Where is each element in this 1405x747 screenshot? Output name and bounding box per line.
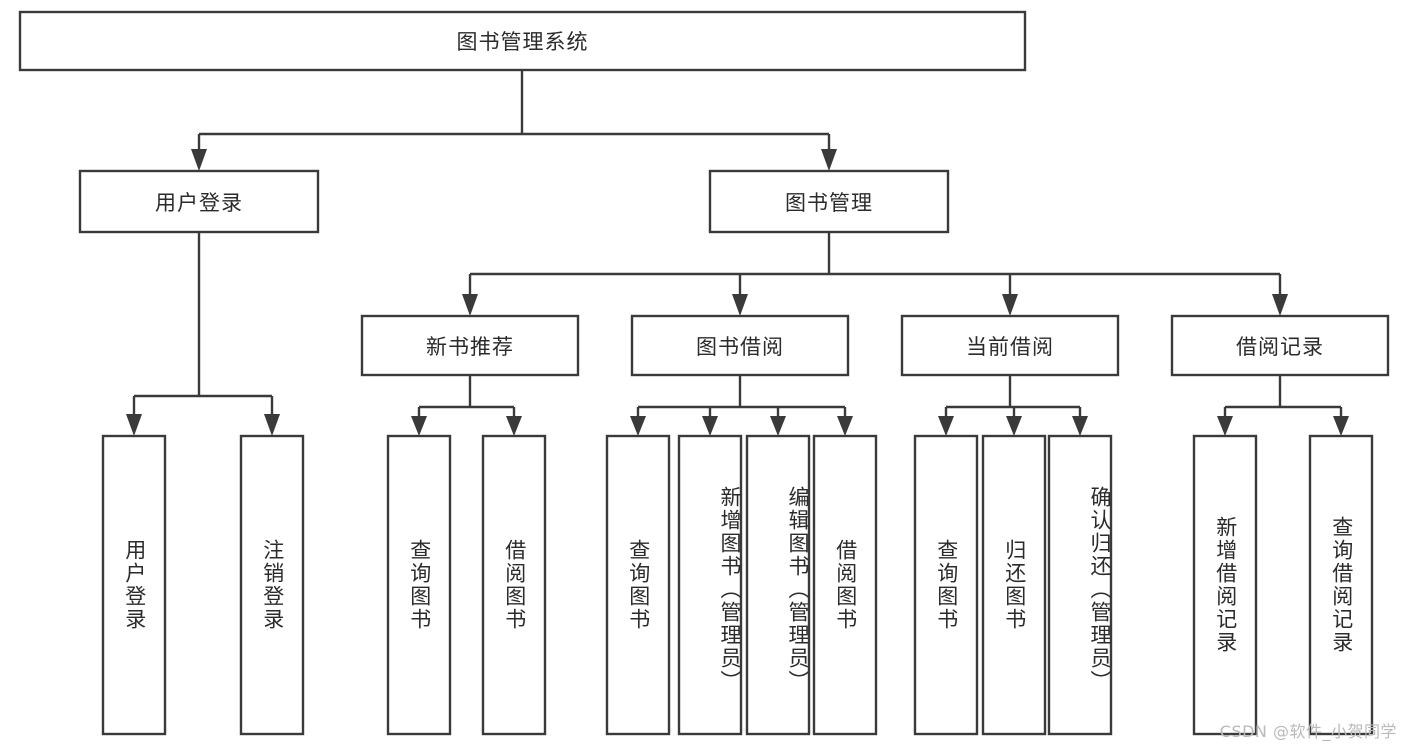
leaf-user-login-box[interactable] xyxy=(101,434,167,736)
connector-book-manage-to-level3 xyxy=(462,232,1288,316)
leaf-borrow-book-box[interactable] xyxy=(812,434,878,736)
arrow-head-borrow-record xyxy=(1272,294,1288,316)
connector-new-book-rec-to-leaves xyxy=(411,375,522,436)
connector-borrow-record-to-leaves xyxy=(1217,375,1349,436)
arrow-head-leaf-return-book xyxy=(1006,416,1022,436)
leaf-query-book-current-box[interactable] xyxy=(913,434,979,736)
connector-user-login-to-leaves xyxy=(126,232,280,436)
leaf-user-logout-box[interactable] xyxy=(239,434,305,736)
arrow-head-leaf-query-record xyxy=(1333,416,1349,436)
arrow-head-leaf-query-book-current xyxy=(938,416,954,436)
arrow-head-book-manage xyxy=(821,149,837,171)
leaf-add-book-box[interactable] xyxy=(677,434,743,736)
node-new-book-rec-box[interactable] xyxy=(360,314,580,377)
arrow-head-leaf-edit-book xyxy=(770,416,786,436)
node-root-box[interactable] xyxy=(18,10,1027,72)
node-current-borrow-box[interactable] xyxy=(900,314,1120,377)
arrow-head-leaf-query-book-rec xyxy=(411,416,427,436)
leaf-edit-book-box[interactable] xyxy=(745,434,811,736)
node-book-borrow-box[interactable] xyxy=(630,314,850,377)
arrow-head-leaf-borrow-book-rec xyxy=(506,416,522,436)
node-borrow-record-box[interactable] xyxy=(1170,314,1390,377)
leaf-borrow-book-rec-box[interactable] xyxy=(481,434,547,736)
leaf-query-book-borrow-box[interactable] xyxy=(605,434,671,736)
arrow-head-current-borrow xyxy=(1002,294,1018,316)
leaf-query-record-box[interactable] xyxy=(1308,434,1374,736)
arrow-head-leaf-user-login xyxy=(126,414,142,436)
leaf-return-book-box[interactable] xyxy=(981,434,1047,736)
leaf-add-record-box[interactable] xyxy=(1192,434,1258,736)
arrow-head-book-borrow xyxy=(732,294,748,316)
arrow-head-leaf-borrow-book xyxy=(837,416,853,436)
node-book-manage-box[interactable] xyxy=(708,169,950,234)
leaf-confirm-return-box[interactable] xyxy=(1047,434,1113,736)
arrow-head-leaf-confirm-return xyxy=(1072,416,1088,436)
leaf-query-book-rec-box[interactable] xyxy=(386,434,452,736)
watermark-text: CSDN @软件_小贺同学 xyxy=(1219,722,1397,741)
connector-current-borrow-to-leaves xyxy=(938,375,1088,436)
arrow-head-leaf-add-record xyxy=(1217,416,1233,436)
arrow-head-leaf-user-logout xyxy=(264,414,280,436)
connector-book-borrow-to-leaves xyxy=(630,375,853,436)
arrow-head-new-book-rec xyxy=(462,294,478,316)
arrow-head-leaf-add-book xyxy=(702,416,718,436)
connector-root-to-level2 xyxy=(191,70,837,171)
arrow-head-user-login xyxy=(191,149,207,171)
arrow-head-leaf-query-book-borrow xyxy=(630,416,646,436)
node-user-login-box[interactable] xyxy=(78,169,320,234)
